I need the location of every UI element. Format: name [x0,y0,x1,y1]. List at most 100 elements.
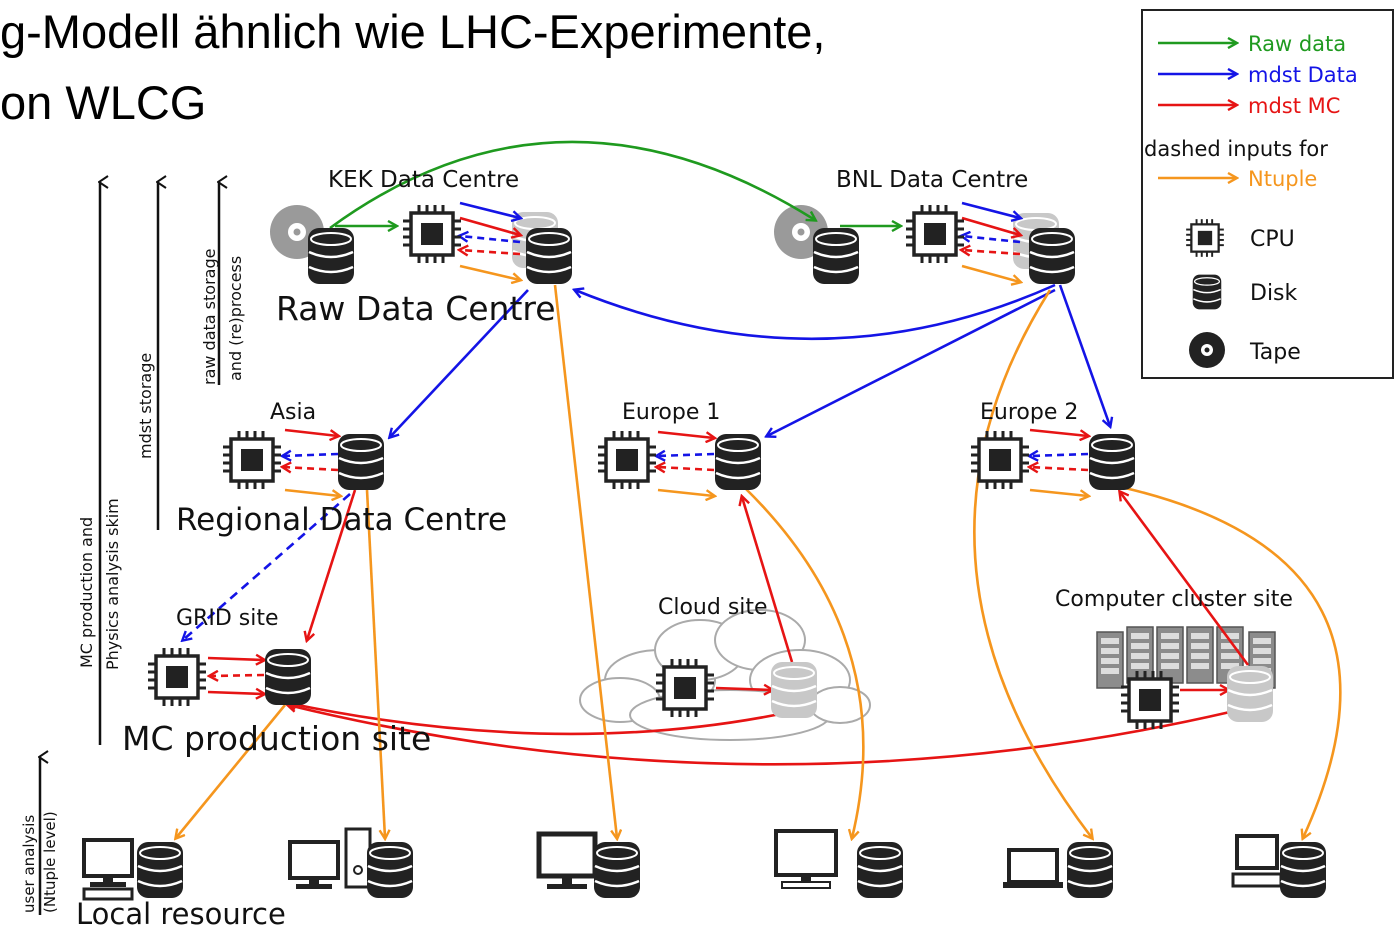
flow-arrows [176,140,1342,838]
kek-to-bnl-raw-arrow [329,140,815,230]
legend-raw-label: Raw data [1248,32,1346,56]
europe2-dashed-mc-arrow [1030,467,1089,470]
kek-cpu-mc-out-arrow [459,216,520,235]
kek-cpu-data-out-arrow [459,201,520,218]
europe1-cpu-icon [596,429,658,491]
bnl-label: BNL Data Centre [836,167,1028,193]
asia-cpu-mc-arrow [284,428,338,436]
grid-disk-icon [263,647,313,707]
kek-disk-mc-dashed-arrow [460,250,521,254]
europe1-disk-icon [713,432,763,492]
desktop-3-icon [536,831,598,889]
asia-ntuple-arrow [284,488,340,496]
local-resource-label: Local resource [76,897,286,929]
kek-to-local-ntuple-arrow [553,284,617,838]
vertical-axes: raw data storage and (re)process mdst st… [20,182,245,915]
kek-disk-data-dashed-arrow [460,236,521,244]
grid-dashed-mc-arrow [210,675,265,676]
bnl-cpu-ntuple-arrow [961,264,1020,282]
legend-mdst-data-label: mdst Data [1248,63,1358,87]
europe2-ntuple-arrow [1029,488,1088,496]
cluster-label: Computer cluster site [1055,587,1293,612]
legend-tape-label: Tape [1249,340,1301,365]
asia-to-local-ntuple-arrow [365,489,385,838]
legend-disk-label: Disk [1250,281,1298,306]
desktop-4-icon [774,829,838,889]
bnl-disk-data-dashed-arrow [962,236,1021,244]
local-disk-1-icon [135,840,185,900]
mc-axis-label-1: MC production and [77,517,96,668]
europe2-disk-icon [1087,432,1137,492]
bnl-to-kek-data-arrow [575,283,1056,341]
bnl-cpu-mc-out-arrow [961,216,1020,235]
desktop-1-icon [82,838,134,901]
kek-label: KEK Data Centre [328,167,519,193]
raw-axis-label-2: and (re)process [226,256,245,381]
europe1-dashed-mc-arrow [657,467,715,470]
mc-site-to-local-ntuple-arrow [176,704,287,838]
kek-cpu-ntuple-arrow [459,264,520,280]
asia-dashed-data-arrow [283,454,339,456]
cluster-disk-icon [1225,664,1275,724]
desktop-2-icon [288,827,372,891]
europe1-label: Europe 1 [622,400,720,425]
mdst-axis-label: mdst storage [136,353,155,459]
local-disk-6-icon [1278,840,1328,900]
europe2-cpu-icon [969,429,1031,491]
local-disk-2-icon [365,840,415,900]
regional-centre-label: Regional Data Centre [176,502,507,538]
desktop-5-icon [1231,834,1283,888]
local-disk-3-icon [592,840,642,900]
europe2-cpu-mc-arrow [1029,428,1088,436]
site-labels: KEK Data Centre BNL Data Centre Raw Data… [76,167,1293,929]
asia-label: Asia [270,400,316,425]
europe1-to-local-ntuple-arrow [744,487,865,838]
mc-site-label: MC production site [122,719,431,758]
raw-centre-label: Raw Data Centre [276,289,556,328]
cluster-cpu-icon [1119,669,1181,731]
cluster-to-europe2-mc-arrow [1120,492,1250,666]
cloud-to-europe1-mc-arrow [742,497,794,663]
kek-cpu-icon [401,203,463,265]
asia-disk-icon [336,432,386,492]
bnl-disk-mc-dashed-arrow [962,250,1021,254]
bnl-mdst-disk-icon [1027,226,1077,286]
kek-mdst-disk-icon [524,226,574,286]
grid-label: GRID site [176,606,279,631]
grid-cpu-icon [146,646,208,708]
legend-tape-icon [1189,332,1225,368]
bnl-raw-disk-icon [811,226,861,286]
asia-dashed-mc-arrow [283,467,339,470]
cloud-shape [579,609,871,741]
local-disk-4-icon [855,840,905,900]
bnl-cpu-icon [904,203,966,265]
user-axis-label-2: (Ntuple level) [41,811,59,913]
cloud-label: Cloud site [658,595,768,620]
legend-disk-icon [1191,273,1223,311]
legend-cpu-icon [1185,218,1225,258]
kek-to-asia-data-arrow [390,289,529,437]
asia-to-grid-mc-arrow [307,489,357,640]
cloud-disk-icon [769,660,819,720]
kek-raw-disk-icon [306,226,356,286]
bnl-to-local-ntuple-arrow [973,289,1092,838]
laptop-icon [1003,848,1063,888]
legend-box: Raw data mdst Data mdst MC dashed inputs… [1141,9,1394,379]
local-resources [82,827,1328,901]
legend-cpu-label: CPU [1250,227,1295,252]
user-axis-label-1: user analysis [20,815,38,913]
bnl-cpu-data-out-arrow [961,201,1020,218]
europe1-ntuple-arrow [657,488,714,496]
cloud-cpu-mc-arrow [715,688,772,690]
grid-cpu-mc-arrow-2 [207,692,264,694]
cluster-to-mc-site-arrow [288,705,1231,766]
europe2-to-local-ntuple-arrow [1124,486,1342,838]
slide-title-line-2: on WLCG [0,76,207,129]
grid-cpu-mc-arrow [207,658,264,660]
cloud-cpu-icon [654,657,716,719]
europe2-dashed-data-arrow [1030,454,1089,456]
mc-axis-label-2: Physics analysis skim [103,498,122,670]
asia-cpu-icon [221,429,283,491]
bnl-to-europe1-data-arrow [767,288,1056,436]
legend-mdst-mc-label: mdst MC [1248,94,1340,118]
